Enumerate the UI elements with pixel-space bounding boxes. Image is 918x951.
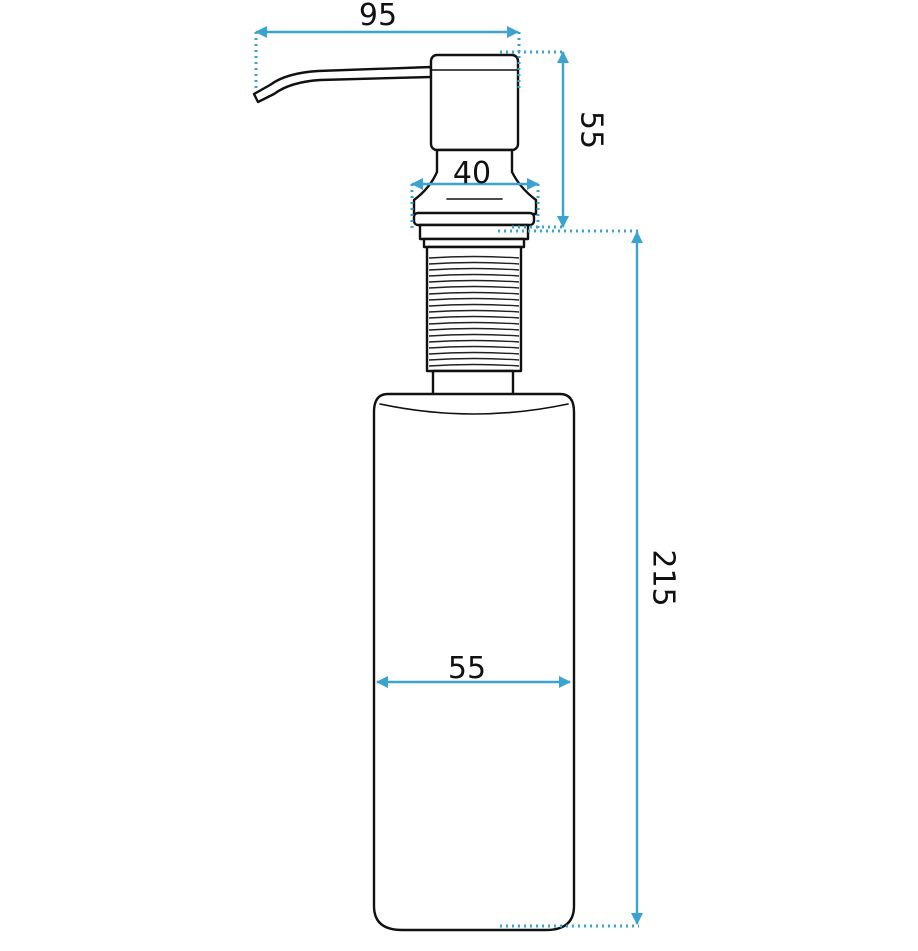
thread-line bbox=[428, 327, 520, 331]
thread-line bbox=[428, 273, 520, 277]
dimension-spout-width: 95 bbox=[254, 0, 521, 92]
thread-line bbox=[428, 309, 520, 313]
thread-line bbox=[428, 297, 520, 301]
thread-line bbox=[428, 261, 520, 265]
dimension-label: 55 bbox=[448, 651, 486, 686]
bottle bbox=[372, 392, 576, 932]
thread-line bbox=[428, 291, 520, 295]
thread-line bbox=[428, 267, 520, 271]
dimension-pump-height: 55 bbox=[500, 50, 609, 229]
pump-head bbox=[429, 53, 520, 152]
spout bbox=[252, 65, 433, 104]
thread-line bbox=[428, 321, 520, 325]
dimension-label: 40 bbox=[453, 156, 491, 191]
thread-line bbox=[428, 363, 520, 367]
thread-line bbox=[428, 351, 520, 355]
bottle-top-edge bbox=[379, 403, 569, 415]
thread-line bbox=[428, 279, 520, 283]
dispenser-drawing bbox=[252, 53, 576, 932]
flange bbox=[412, 211, 536, 227]
thread-line bbox=[428, 315, 520, 319]
shank-threads bbox=[428, 255, 520, 367]
dimension-total-height: 215 bbox=[498, 229, 681, 928]
dimension-bottle-diameter: 55 bbox=[376, 651, 571, 688]
thread-line bbox=[428, 285, 520, 289]
thread-line bbox=[428, 255, 520, 259]
dimension-label: 55 bbox=[574, 111, 609, 149]
bottle-body bbox=[372, 392, 576, 932]
thread-line bbox=[428, 303, 520, 307]
threaded-shank bbox=[425, 245, 523, 373]
thread-line bbox=[428, 333, 520, 337]
dimension-label: 95 bbox=[359, 0, 397, 33]
dimension-flange-diameter: 40 bbox=[410, 156, 540, 230]
dimension-label: 215 bbox=[646, 549, 681, 606]
thread-line bbox=[428, 345, 520, 349]
dimensions: 95 55 40 55 215 bbox=[254, 0, 681, 928]
thread-line bbox=[428, 339, 520, 343]
thread-line bbox=[428, 357, 520, 361]
